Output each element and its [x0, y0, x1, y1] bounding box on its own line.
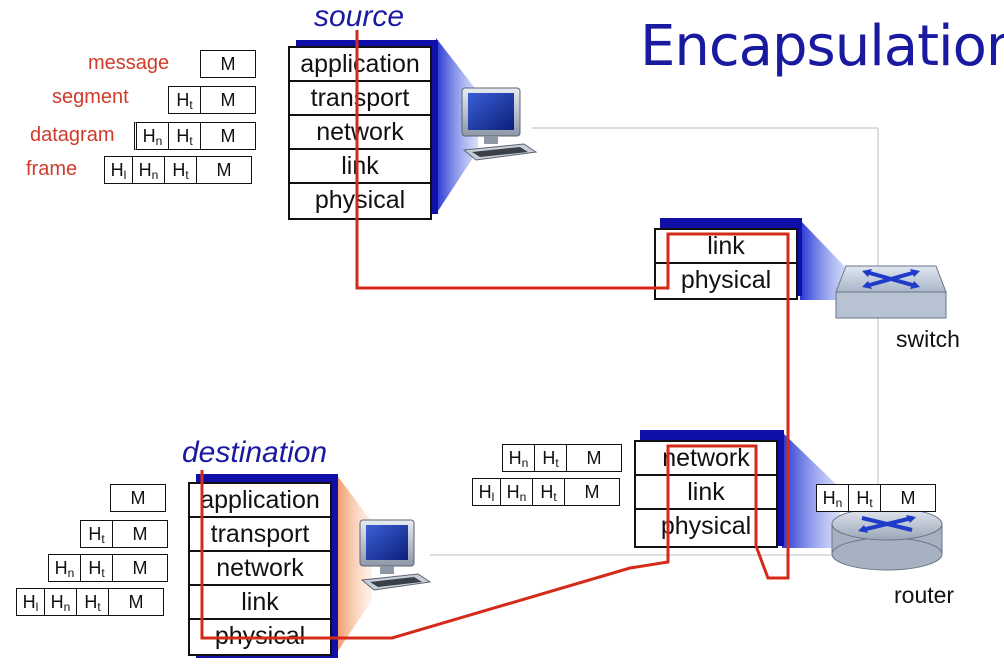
transport-header-cell: Ht: [81, 555, 113, 581]
transport-header-cell: Ht: [535, 445, 567, 471]
dest-layer-network: network: [190, 552, 330, 586]
dest-datagram-packet: Hn Ht M: [48, 554, 168, 582]
switch-beam: [800, 220, 848, 300]
transport-header-cell: Ht: [849, 485, 881, 511]
router-datagram-packet: Hn Ht M: [502, 444, 622, 472]
source-frame-packet: Hl Hn Ht M: [104, 156, 252, 184]
source-layer-application: application: [290, 48, 430, 82]
source-datagram-packet: Hn Ht M: [134, 122, 256, 150]
dest-segment-packet: Ht M: [80, 520, 168, 548]
router-protocol-stack: network link physical: [634, 440, 778, 548]
message-cell: M: [900, 488, 916, 508]
transport-header-cell: Ht: [533, 479, 565, 505]
message-cell: M: [128, 592, 144, 612]
data-path: [200, 30, 790, 640]
message-cell: M: [584, 482, 600, 502]
dest-beam: [336, 474, 372, 654]
network-header-cell: Hn: [45, 589, 77, 615]
network-header-cell: Hn: [817, 485, 849, 511]
network-header-cell: Hn: [133, 157, 165, 183]
dest-message-packet: M: [110, 484, 166, 512]
source-computer-icon: [461, 87, 538, 161]
source-protocol-stack: application transport network link physi…: [288, 46, 432, 220]
link-header-cell: Hl: [473, 479, 501, 505]
transport-header-cell: Ht: [77, 589, 109, 615]
switch-layer-link: link: [656, 230, 796, 264]
router-label: router: [894, 582, 955, 608]
pdu-label-message: message: [88, 52, 170, 74]
network-header-cell: Hn: [137, 123, 169, 149]
dest-protocol-stack: application transport network link physi…: [188, 482, 332, 656]
router-layer-network: network: [636, 442, 776, 476]
dest-layer-physical: physical: [214, 622, 306, 650]
dest-layer-link: link: [190, 586, 330, 620]
router-layer-link: link: [636, 476, 776, 510]
source-segment-packet: Ht M: [168, 86, 256, 114]
message-cell: M: [216, 160, 232, 180]
router-forward-datagram-packet: Hn Ht M: [816, 484, 936, 512]
message-cell: M: [220, 90, 236, 110]
page-title: Encapsulation: [640, 14, 1004, 79]
router-beam: [782, 432, 840, 548]
network-header-cell: Hn: [501, 479, 533, 505]
switch-label: switch: [896, 326, 960, 352]
message-cell: M: [220, 126, 236, 146]
source-message-packet: M: [200, 50, 256, 78]
message-cell: M: [132, 558, 148, 578]
dest-layer-transport: transport: [190, 518, 330, 552]
pdu-label-datagram: datagram: [30, 124, 115, 146]
transport-header-cell: Ht: [81, 521, 113, 547]
message-cell: M: [586, 448, 602, 468]
network-header-cell: Hn: [49, 555, 81, 581]
switch-layer-physical: physical: [680, 266, 772, 294]
transport-header-cell: Ht: [165, 157, 197, 183]
source-layer-network: network: [290, 116, 430, 150]
link-header-cell: Hl: [17, 589, 45, 615]
dest-computer-icon: [359, 519, 432, 591]
message-cell: M: [220, 54, 236, 74]
pdu-label-frame: frame: [26, 158, 78, 180]
router-layer-physical: physical: [660, 512, 752, 540]
source-layer-link: link: [290, 150, 430, 184]
network-header-cell: Hn: [503, 445, 535, 471]
dest-layer-application: application: [190, 484, 330, 518]
switch-icon: [835, 265, 947, 319]
router-frame-packet: Hl Hn Ht M: [472, 478, 620, 506]
source-beam: [436, 38, 478, 214]
message-cell: M: [132, 524, 148, 544]
source-layer-transport: transport: [290, 82, 430, 116]
router-icon: [831, 507, 943, 571]
switch-protocol-stack: link physical: [654, 228, 798, 300]
destination-label: destination: [182, 436, 328, 469]
dest-frame-packet: Hl Hn Ht M: [16, 588, 164, 616]
pdu-label-segment: segment: [52, 86, 129, 108]
transport-header-cell: Ht: [169, 87, 201, 113]
transport-header-cell: Ht: [169, 123, 201, 149]
message-cell: M: [130, 488, 146, 508]
source-label: source: [314, 0, 405, 33]
source-layer-physical: physical: [314, 186, 406, 214]
link-header-cell: Hl: [105, 157, 133, 183]
